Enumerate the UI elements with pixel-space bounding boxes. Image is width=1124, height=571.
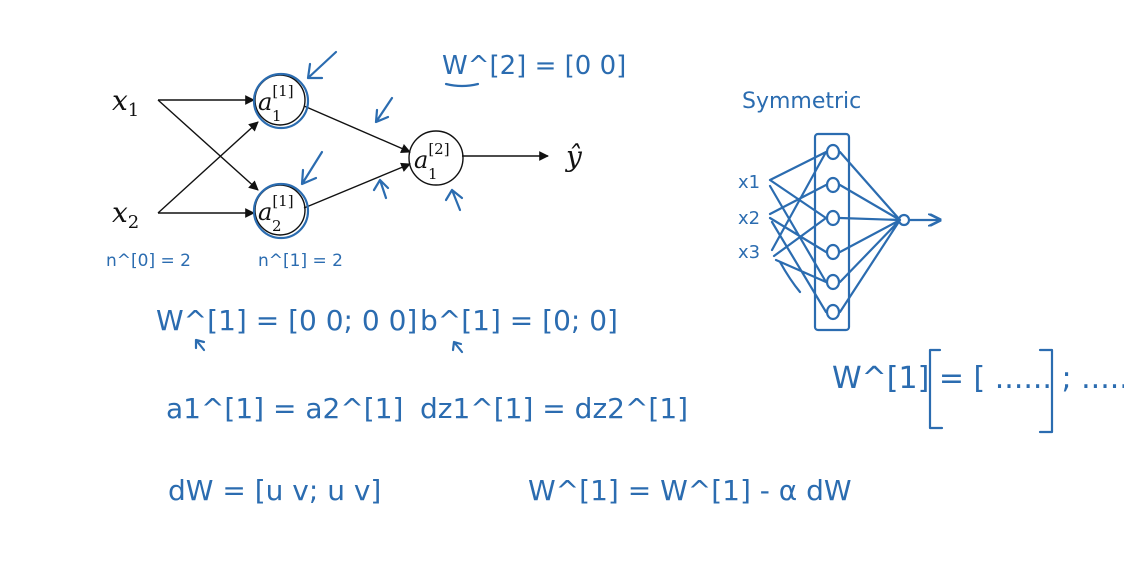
symmetric-title: Symmetric xyxy=(742,89,861,114)
eq-dz-equal: dz1^[1] = dz2^[1] xyxy=(420,392,688,425)
hidden-node-2-sub: 2 xyxy=(272,217,282,235)
w-dots-lhs: W^[1] = [ ...... ; ...... ] xyxy=(832,361,1124,396)
ink-arrow-edge1 xyxy=(374,96,394,124)
eq-w1-zero: W^[1] = [0 0; 0 0] xyxy=(156,304,417,337)
hidden-node-1-ink-circle xyxy=(252,72,310,130)
ink-arrow-output xyxy=(444,188,464,212)
symmetric-unit xyxy=(825,209,841,227)
symmetric-input-edges xyxy=(768,150,828,314)
eq-dw-matrix: dW = [u v; u v] xyxy=(168,474,381,507)
ink-arrow-edge2 xyxy=(372,178,390,200)
symmetric-unit xyxy=(825,303,841,321)
output-yhat-label: ŷ xyxy=(564,140,583,173)
input-x1-label: x1 xyxy=(112,84,139,121)
symmetric-input-x1: x1 xyxy=(738,172,760,193)
output-node-sub: 1 xyxy=(428,165,438,183)
input-x2-label: x2 xyxy=(112,196,139,233)
layer-size-input-text: n^[0] = 2 xyxy=(106,251,191,271)
ink-underline-w xyxy=(444,82,480,88)
ink-annotations: n^[0] = 2 n^[1] = 2 W^[2] = [0 0] W^[1] … xyxy=(106,50,1124,507)
ink-arrow-w1 xyxy=(194,338,206,352)
layer-size-hidden-text: n^[1] = 2 xyxy=(258,251,343,271)
symmetric-input-x2: x2 xyxy=(738,208,760,229)
network-diagram: x1 x2 a[1] 1 a[1] 2 a[2] 1 ŷ xyxy=(112,72,583,240)
edge-x1-a2 xyxy=(157,99,259,191)
output-node-label: a[2] xyxy=(414,140,450,174)
edge-a1-out xyxy=(303,105,411,153)
hidden-node-2-ink-circle xyxy=(252,182,310,240)
symmetric-output-edges xyxy=(838,150,902,314)
symmetric-hidden-units xyxy=(825,143,841,321)
ink-arrow-node2 xyxy=(300,150,324,186)
hidden-node-1-sub: 1 xyxy=(272,107,282,125)
symmetric-unit xyxy=(825,243,841,261)
symmetric-layer-box xyxy=(813,132,851,332)
eq-a-equal: a1^[1] = a2^[1] xyxy=(166,392,403,425)
output-node xyxy=(408,130,464,186)
ink-arrow-b1 xyxy=(451,340,464,354)
w-dots-right-bracket xyxy=(1038,348,1054,434)
edge-x2-a1 xyxy=(157,121,259,214)
hidden-node-1-label: a[1] xyxy=(258,82,294,116)
w-dots-left-bracket xyxy=(928,348,944,430)
symmetric-unit xyxy=(825,273,841,291)
eq-w2-zero: W^[2] = [0 0] xyxy=(442,51,626,81)
eq-update-rule: W^[1] = W^[1] - α dW xyxy=(528,474,852,507)
eq-b1-zero: b^[1] = [0; 0] xyxy=(420,304,618,337)
symmetric-unit xyxy=(825,176,841,194)
symmetric-unit xyxy=(825,143,841,161)
hidden-node-2-label: a[1] xyxy=(258,192,294,226)
ink-arrow-node1 xyxy=(306,50,338,80)
edge-a2-out xyxy=(303,162,411,209)
symmetric-input-x3: x3 xyxy=(738,242,760,263)
